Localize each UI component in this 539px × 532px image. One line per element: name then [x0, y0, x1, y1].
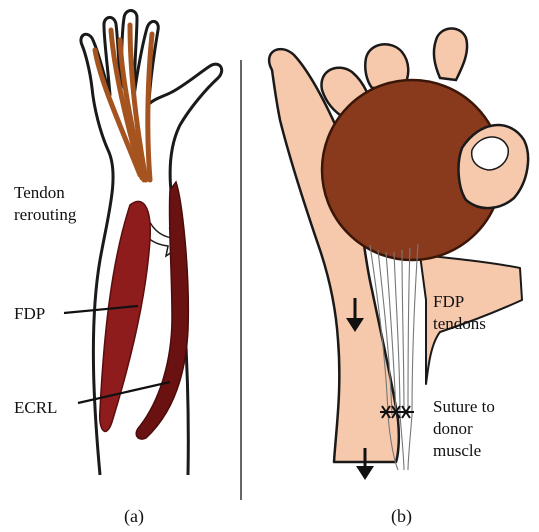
- label-suture-to-donor-muscle: Suture to donor muscle: [433, 396, 495, 462]
- label-ecrl: ECRL: [14, 397, 57, 419]
- caption-a: (a): [124, 506, 144, 527]
- label-tendon-rerouting: Tendon rerouting: [14, 182, 76, 226]
- panel-a: [64, 11, 222, 476]
- caption-b: (b): [391, 506, 412, 527]
- label-fdp-tendons: FDP tendons: [433, 291, 486, 335]
- finger-ring: [434, 28, 467, 80]
- label-fdp: FDP: [14, 303, 45, 325]
